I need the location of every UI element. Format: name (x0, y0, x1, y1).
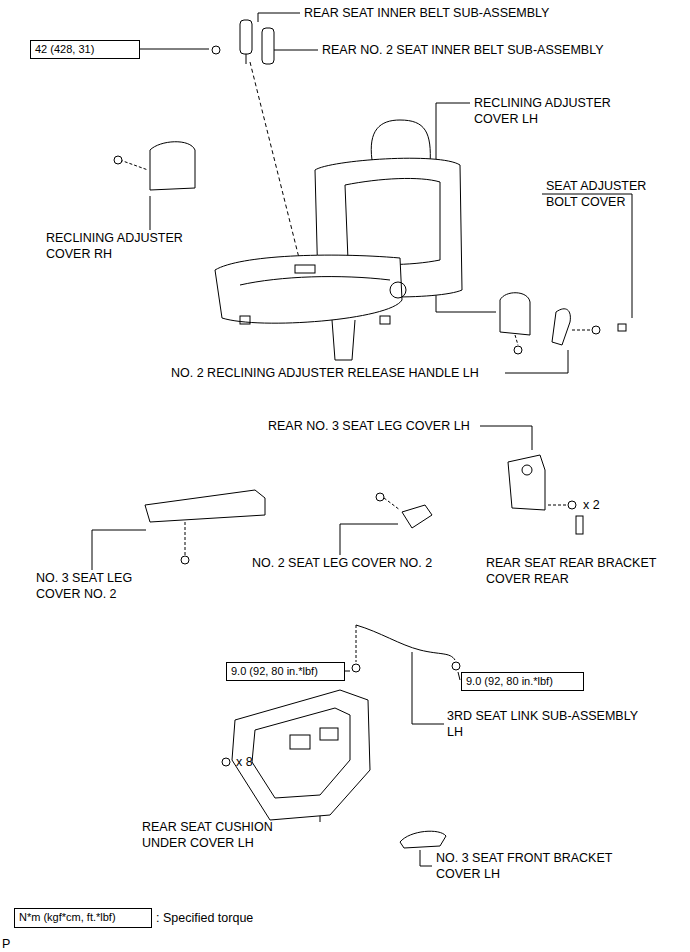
legend-torque-box: N*m (kgf*cm, ft.*lbf) (14, 908, 152, 928)
part-label: x 2 (583, 497, 600, 513)
part-label: NO. 3 SEAT FRONT BRACKET COVER LH (436, 850, 636, 882)
torque-value: 9.0 (92, 80 in.*lbf) (231, 664, 340, 679)
torque-value: 42 (428, 31) (35, 42, 135, 57)
part-label: REAR SEAT CUSHION UNDER COVER LH (142, 819, 312, 851)
part-label: REAR NO. 2 SEAT INNER BELT SUB-ASSEMBLY (322, 42, 604, 58)
torque-value: N*m (kgf*cm, ft.*lbf) (19, 910, 147, 925)
page-code: P (2, 936, 10, 952)
part-label: SEAT ADJUSTER BOLT COVER (546, 178, 676, 210)
part-label: x 8 (236, 754, 253, 770)
part-label: RECLINING ADJUSTER COVER LH (474, 95, 644, 127)
legend-text: : Specified torque (156, 910, 253, 926)
torque-box: 9.0 (92, 80 in.*lbf) (226, 662, 345, 681)
part-label: 3RD SEAT LINK SUB-ASSEMBLY LH (447, 708, 647, 740)
part-label: REAR SEAT REAR BRACKET COVER REAR (486, 555, 686, 587)
part-label: NO. 3 SEAT LEG COVER NO. 2 (36, 570, 156, 602)
torque-box: 9.0 (92, 80 in.*lbf) (461, 672, 584, 691)
part-label: NO. 2 RECLINING ADJUSTER RELEASE HANDLE … (171, 365, 479, 381)
part-label: RECLINING ADJUSTER COVER RH (46, 230, 216, 262)
part-label: REAR NO. 3 SEAT LEG COVER LH (268, 418, 470, 434)
torque-box: 42 (428, 31) (30, 40, 140, 59)
part-label: REAR SEAT INNER BELT SUB-ASSEMBLY (304, 5, 549, 21)
torque-value: 9.0 (92, 80 in.*lbf) (466, 674, 579, 689)
part-label: NO. 2 SEAT LEG COVER NO. 2 (252, 555, 432, 571)
